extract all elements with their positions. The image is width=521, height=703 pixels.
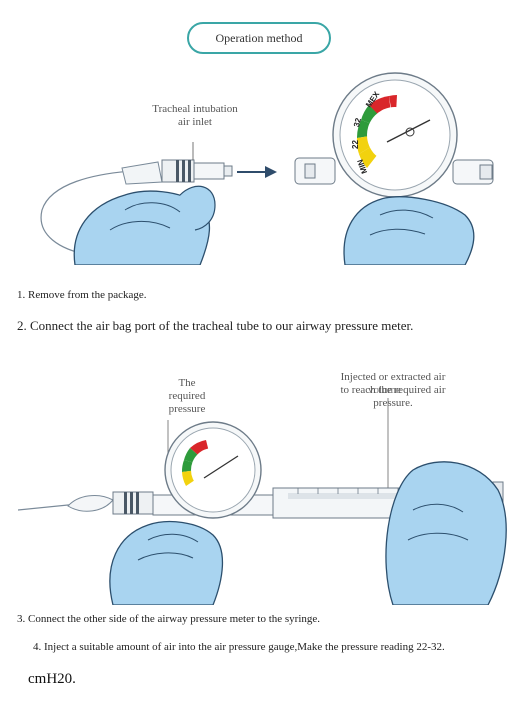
- figure2-assembly-illustration: [18, 398, 507, 605]
- injected-air-overlap-word: volume: [368, 384, 401, 396]
- header-title: Operation method: [215, 30, 303, 45]
- step-2-text: 2. Connect the air bag port of the trach…: [17, 318, 414, 333]
- required-pressure-line3: pressure: [168, 403, 206, 415]
- required-pressure-line2: required: [168, 390, 206, 402]
- step-3-text: 3. Connect the other side of the airway …: [17, 613, 321, 625]
- injected-air-line2: to reach the required air: [340, 384, 446, 396]
- step-4-text: 4. Inject a suitable amount of air into …: [33, 641, 445, 653]
- step-1-text: 1. Remove from the package.: [17, 289, 147, 301]
- figure1-tube-illustration: [40, 142, 233, 265]
- injected-air-line1: Injected or extracted air: [340, 371, 446, 383]
- required-pressure-line1: The: [178, 377, 196, 389]
- injected-air-line3: pressure.: [373, 397, 413, 409]
- injected-air-label: Injected or extracted air to reach the r…: [318, 371, 468, 410]
- figure1-gauge-illustration: [294, 72, 494, 265]
- tracheal-inlet-label-line1: Tracheal intubation: [152, 103, 238, 115]
- tracheal-inlet-label: Tracheal intubation air inlet: [140, 103, 250, 129]
- gauge-22-label: 22: [350, 140, 360, 149]
- tracheal-inlet-label-line2: air inlet: [178, 116, 212, 128]
- step-4-units-text: cmH20.: [28, 671, 76, 687]
- right-arrow-icon: [237, 166, 277, 178]
- operation-method-header: Operation method: [187, 22, 331, 54]
- required-pressure-label: The required pressure: [152, 377, 222, 416]
